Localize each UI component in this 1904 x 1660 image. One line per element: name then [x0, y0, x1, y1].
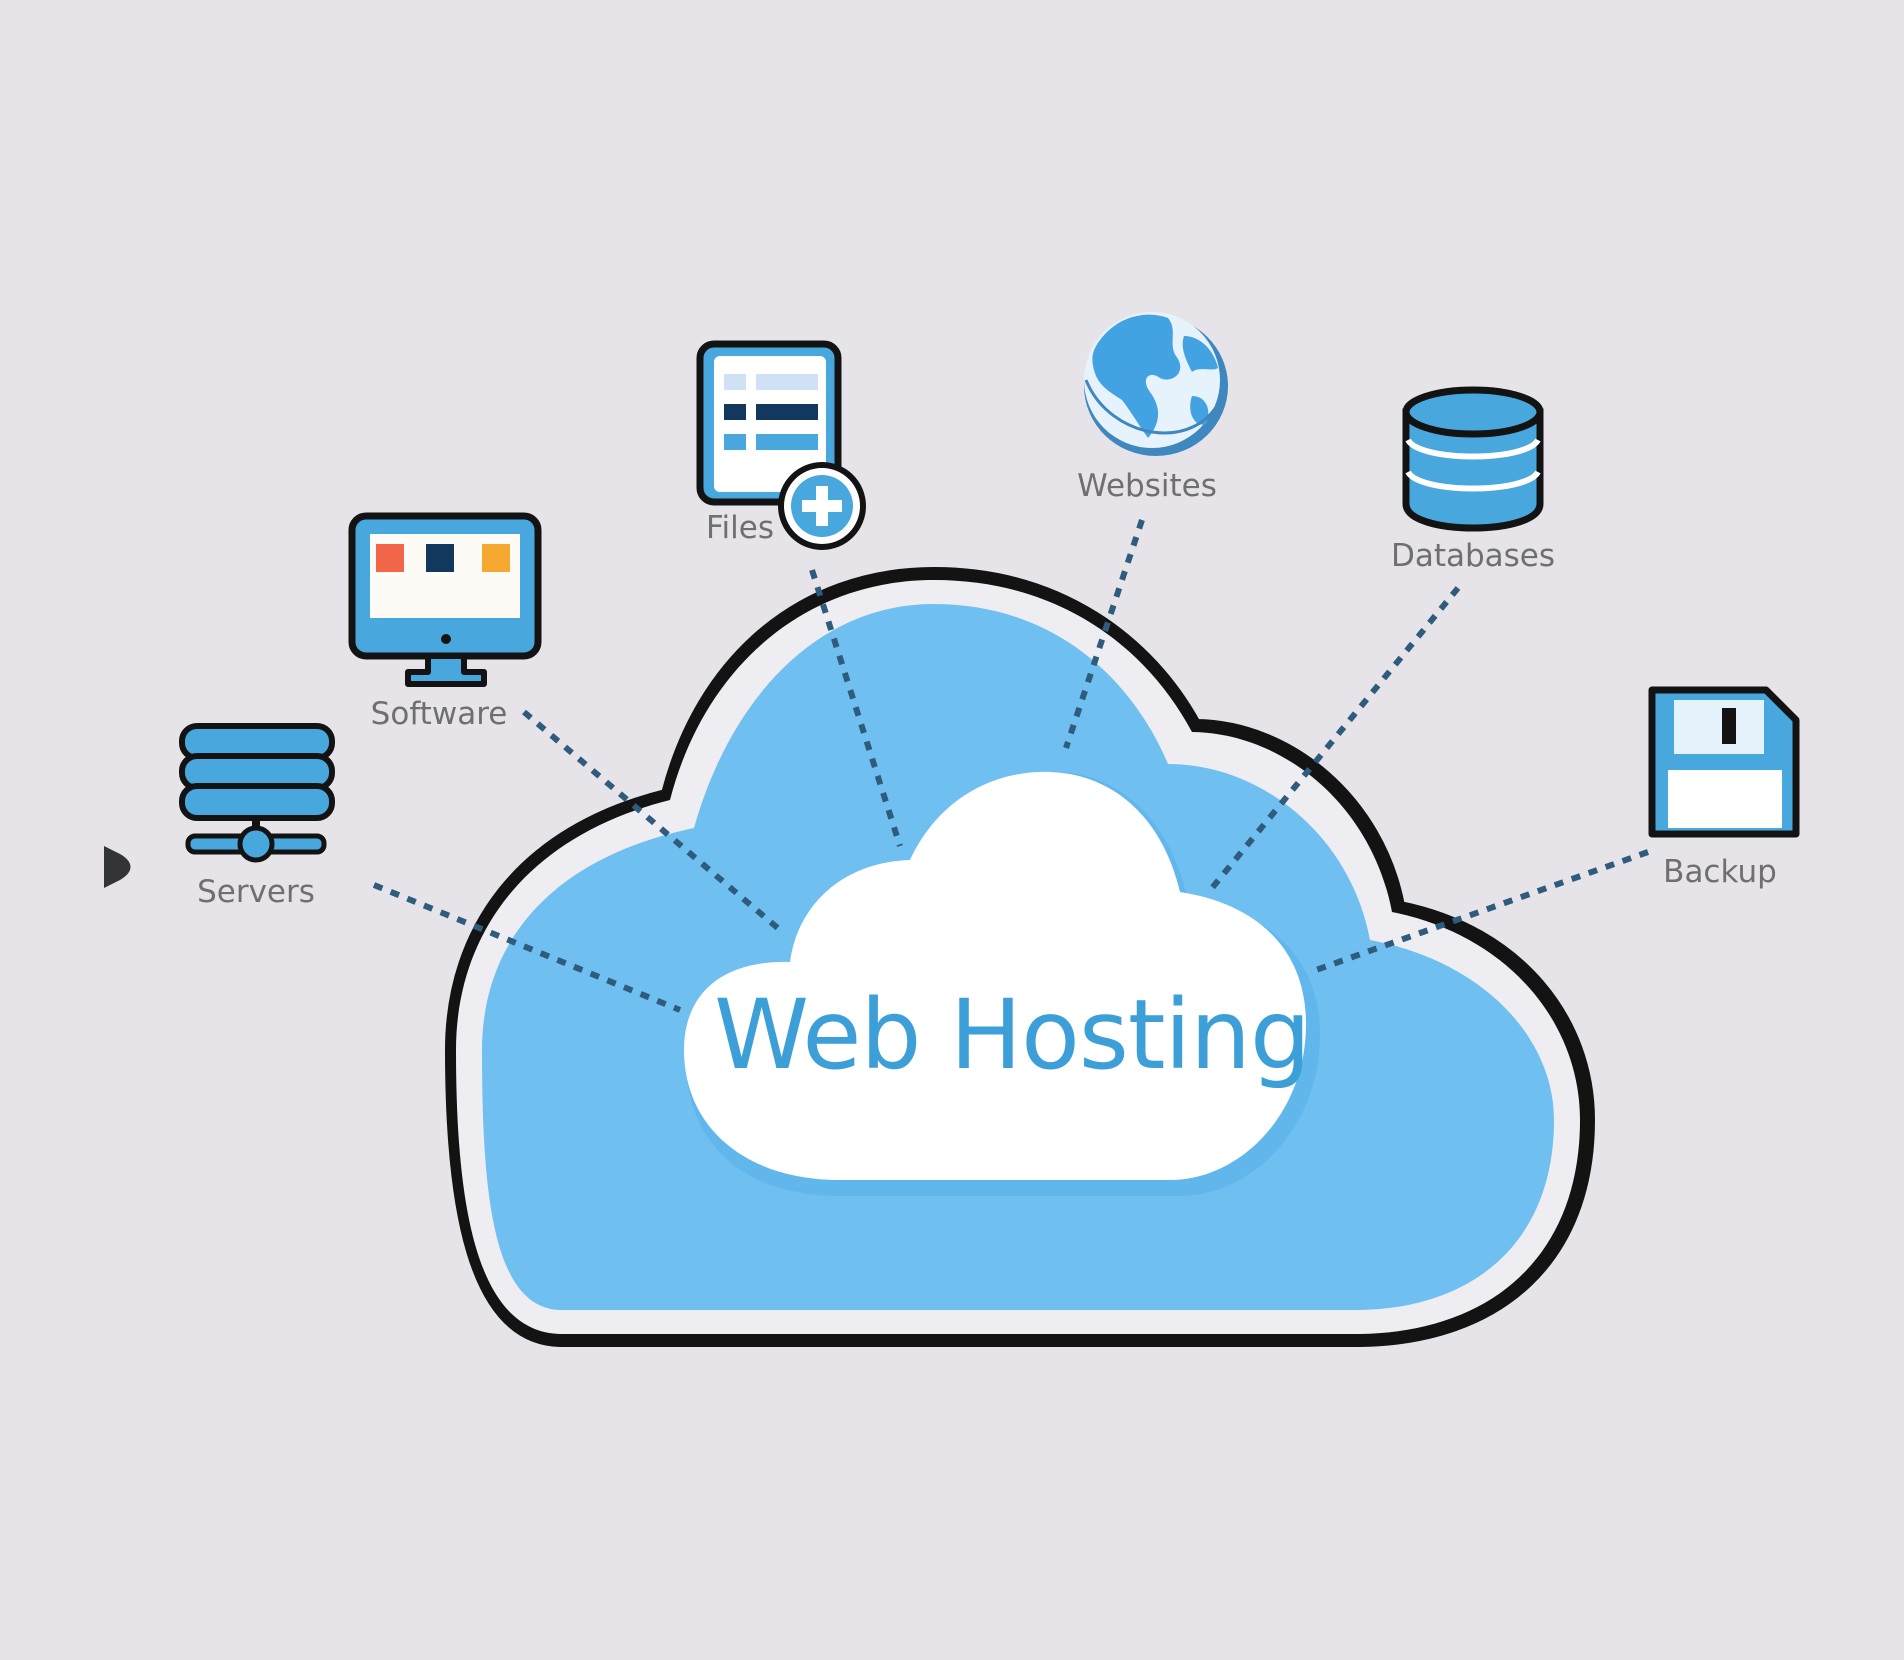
- database-icon: [1402, 386, 1544, 532]
- node-label: Websites: [1077, 468, 1217, 504]
- node-label: Backup: [1663, 854, 1777, 890]
- connector-backup: [1314, 849, 1650, 973]
- server-stack-icon: [179, 723, 335, 863]
- node-files: Files: [696, 340, 866, 550]
- file-add-icon: [696, 340, 866, 550]
- node-label: Software: [371, 696, 508, 732]
- node-label: Databases: [1391, 538, 1555, 574]
- connectors: [372, 519, 1650, 1013]
- node-software: Software: [348, 512, 542, 732]
- node-label: Servers: [197, 874, 315, 910]
- connector-files: [809, 569, 903, 847]
- inner-cloud: [684, 771, 1320, 1196]
- node-websites: Websites: [1077, 312, 1228, 504]
- diagram-title: Web Hosting: [714, 979, 1310, 1091]
- node-label: Files: [706, 510, 774, 546]
- connector-software: [522, 709, 782, 933]
- globe-icon: [1084, 312, 1228, 456]
- node-backup: Backup: [1648, 686, 1800, 890]
- floppy-disk-icon: [1648, 686, 1800, 838]
- monitor-icon: [348, 512, 542, 687]
- play-icon: [104, 846, 131, 888]
- connector-websites: [1063, 519, 1145, 749]
- node-databases: Databases: [1391, 386, 1555, 574]
- node-servers: Servers: [179, 723, 335, 910]
- connector-servers: [372, 882, 682, 1013]
